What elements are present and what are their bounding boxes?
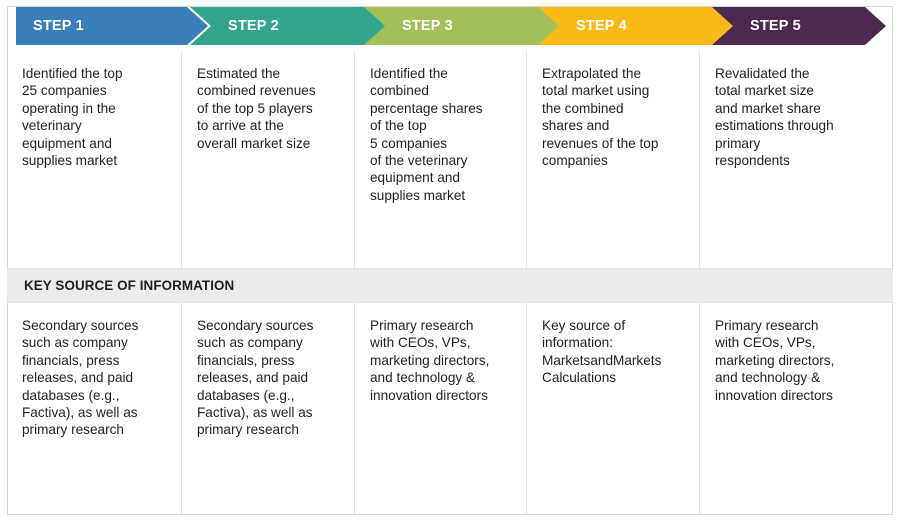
key-source-row: Secondary sources such as company financ… [7, 303, 893, 514]
key-source-text-3: Primary research with CEOs, VPs, marketi… [370, 318, 490, 403]
step-description-cell-4: Extrapolated the total market using the … [527, 51, 700, 268]
table-frame [7, 6, 893, 515]
chevron-step-2[interactable]: STEP 2 [190, 7, 386, 45]
key-source-cell-2: Secondary sources such as company financ… [182, 303, 355, 514]
step-description-row: Identified the top 25 companies operatin… [7, 51, 893, 268]
key-source-cell-3: Primary research with CEOs, VPs, marketi… [355, 303, 527, 514]
chevron-step-4-label: STEP 4 [576, 18, 627, 34]
key-source-cell-4: Key source of information: MarketsandMar… [527, 303, 700, 514]
key-source-text-4: Key source of information: MarketsandMar… [542, 318, 662, 386]
key-source-text-1: Secondary sources such as company financ… [22, 318, 139, 438]
chevron-step-3-label: STEP 3 [402, 18, 453, 34]
chevron-step-4[interactable]: STEP 4 [538, 7, 734, 45]
step-description-text-2: Estimated the combined revenues of the t… [197, 66, 316, 151]
step-description-cell-3: Identified the combined percentage share… [355, 51, 527, 268]
step-description-text-3: Identified the combined percentage share… [370, 66, 483, 203]
step-description-cell-1: Identified the top 25 companies operatin… [7, 51, 182, 268]
step-description-cell-2: Estimated the combined revenues of the t… [182, 51, 355, 268]
chevron-step-5-label: STEP 5 [750, 18, 801, 34]
key-source-text-5: Primary research with CEOs, VPs, marketi… [715, 318, 835, 403]
process-step-chevron-band: STEP 1 STEP 2 STEP 3 STEP 4 STEP 5 [0, 7, 900, 45]
chevron-step-1[interactable]: STEP 1 [16, 7, 208, 45]
step-description-text-4: Extrapolated the total market using the … [542, 66, 659, 168]
step-description-text-5: Revalidated the total market size and ma… [715, 66, 834, 168]
key-source-cell-1: Secondary sources such as company financ… [7, 303, 182, 514]
chevron-step-5[interactable]: STEP 5 [712, 7, 886, 45]
key-source-cell-5: Primary research with CEOs, VPs, marketi… [700, 303, 893, 514]
key-source-of-information-label: KEY SOURCE OF INFORMATION [24, 278, 235, 293]
chevron-step-2-label: STEP 2 [228, 18, 279, 34]
key-source-of-information-banner: KEY SOURCE OF INFORMATION [7, 268, 893, 303]
chevron-step-1-label: STEP 1 [33, 18, 84, 34]
step-description-cell-5: Revalidated the total market size and ma… [700, 51, 893, 268]
chevron-step-3[interactable]: STEP 3 [364, 7, 560, 45]
step-description-text-1: Identified the top 25 companies operatin… [22, 66, 123, 168]
key-source-text-2: Secondary sources such as company financ… [197, 318, 314, 438]
